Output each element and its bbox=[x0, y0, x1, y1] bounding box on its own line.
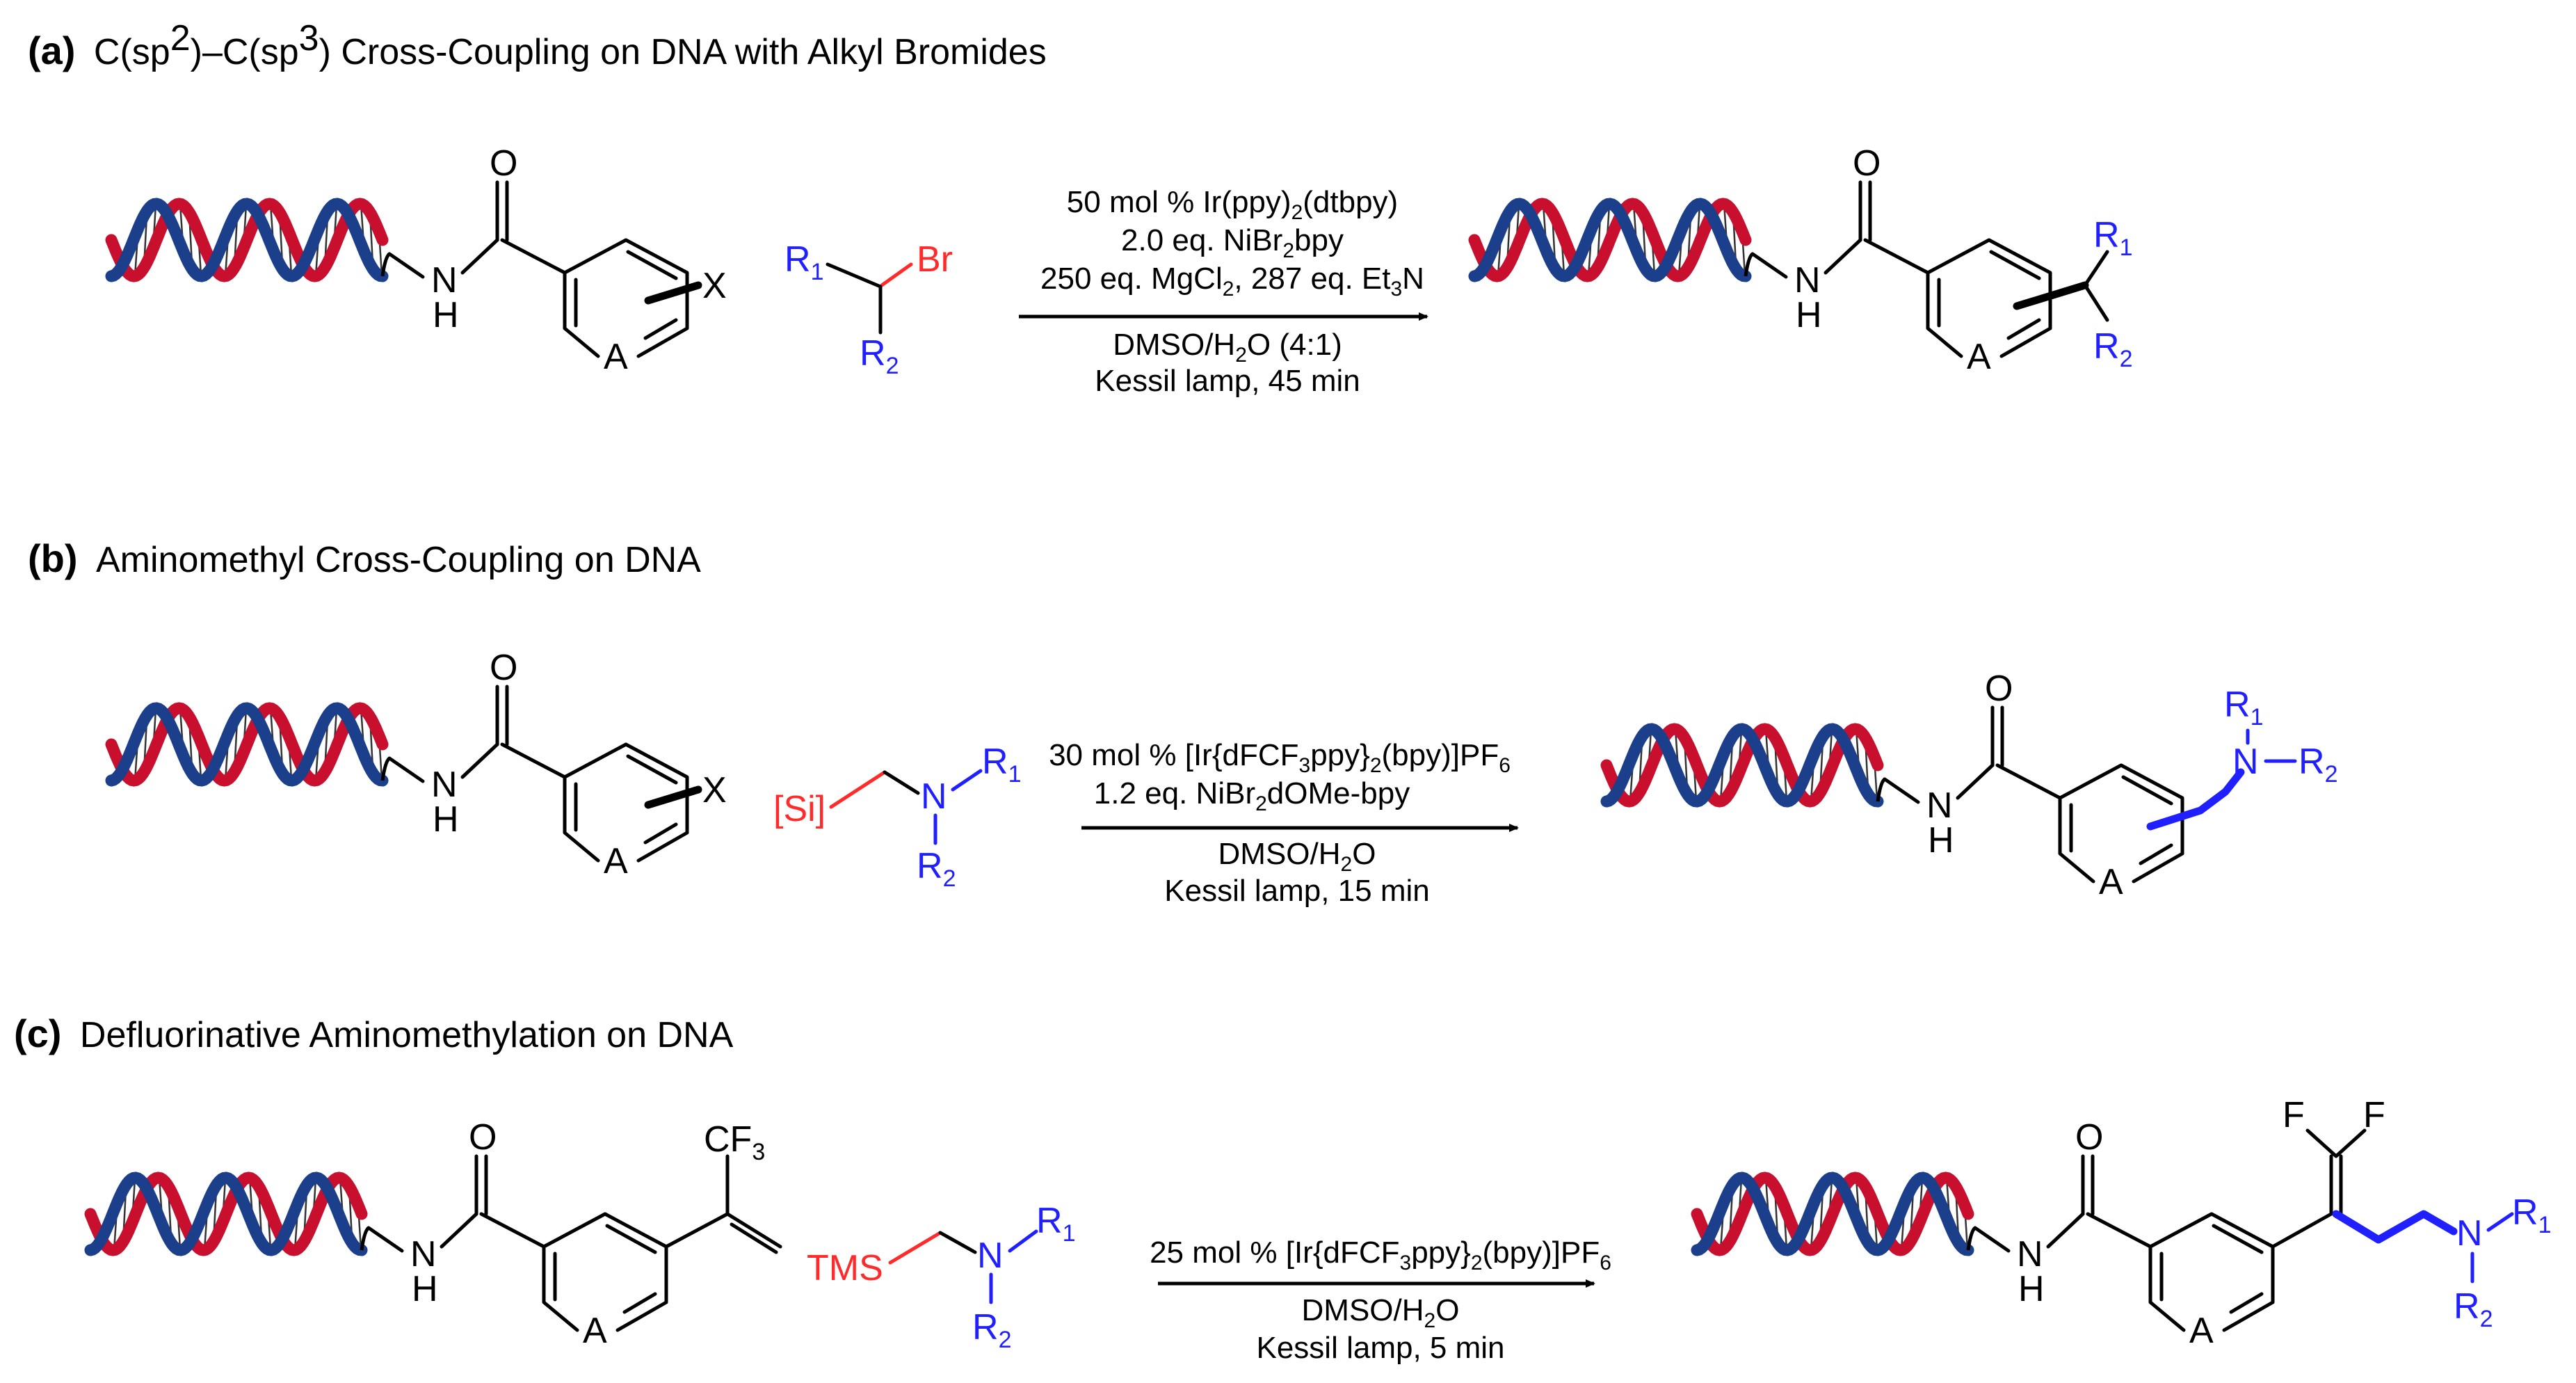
amide-h: H bbox=[433, 295, 459, 335]
panel-a: (a) C(sp2)–C(sp3) Cross-Coupling on DNA … bbox=[28, 18, 2132, 398]
panel-a-header: (a) C(sp2)–C(sp3) Cross-Coupling on DNA … bbox=[28, 18, 1047, 72]
fluorine-2: F bbox=[2363, 1095, 2385, 1135]
panel-b: (b) Aminomethyl Cross-Coupling on DNA N … bbox=[28, 536, 2337, 908]
dna-helix-icon bbox=[105, 702, 391, 787]
carbonyl-o: O bbox=[490, 648, 517, 688]
amine-n: N bbox=[921, 776, 947, 817]
r2-label: R2 bbox=[2093, 326, 2132, 372]
condition-a-5: Kessil lamp, 45 min bbox=[1095, 364, 1360, 398]
amine-n: N bbox=[977, 1236, 1004, 1276]
carbonyl-o: O bbox=[469, 1117, 497, 1158]
panel-b-key: (b) bbox=[28, 536, 78, 580]
carbonyl-o: O bbox=[2075, 1117, 2103, 1158]
amide-n: N bbox=[1926, 785, 1953, 826]
amide-h: H bbox=[433, 799, 459, 840]
r1-label: R1 bbox=[784, 239, 823, 285]
bromine: Br bbox=[917, 239, 953, 280]
silyl-group: [Si] bbox=[773, 789, 826, 829]
panel-b-header: (b) Aminomethyl Cross-Coupling on DNA bbox=[28, 536, 701, 580]
panel-c-key: (c) bbox=[14, 1012, 61, 1055]
condition-c-1: 25 mol % [Ir{dFCF3ppy}2(bpy)]PF6 bbox=[1150, 1236, 1611, 1274]
amide-h: H bbox=[2018, 1269, 2045, 1309]
condition-c-2: DMSO/H2O bbox=[1302, 1293, 1460, 1332]
halide-x: X bbox=[702, 770, 727, 810]
condition-a-3: 250 eq. MgCl2, 287 eq. Et3N bbox=[1040, 262, 1424, 301]
silyl-group: TMS bbox=[807, 1248, 883, 1288]
r1-label: R1 bbox=[982, 742, 1021, 788]
condition-c-3: Kessil lamp, 5 min bbox=[1256, 1331, 1504, 1365]
r1-label: R1 bbox=[2093, 215, 2132, 261]
dna-helix-icon bbox=[105, 198, 391, 282]
r1-label: R1 bbox=[1036, 1201, 1075, 1247]
condition-b-2: 1.2 eq. NiBr2dOMe-bpy bbox=[1094, 776, 1410, 815]
r1-label: R1 bbox=[2224, 685, 2263, 730]
amide-h: H bbox=[412, 1269, 438, 1309]
ring-a: A bbox=[604, 337, 628, 377]
condition-b-3: DMSO/H2O bbox=[1218, 837, 1376, 876]
ring-a: A bbox=[2099, 862, 2123, 902]
dna-helix-icon bbox=[84, 1172, 370, 1256]
product-a: N H O A R1 R2 bbox=[1750, 143, 2132, 377]
amide-h: H bbox=[1796, 295, 1822, 335]
tms-amine-reagent: TMS N R1 R2 bbox=[807, 1201, 1075, 1353]
amide-n: N bbox=[2017, 1234, 2043, 1274]
substrate-c: N H O A CF3 bbox=[367, 1117, 782, 1351]
ring-a: A bbox=[604, 841, 628, 881]
amine-n: N bbox=[2232, 742, 2259, 782]
panel-c: (c) Defluorinative Aminomethylation on D… bbox=[14, 1012, 2551, 1365]
condition-a-2: 2.0 eq. NiBr2bpy bbox=[1121, 223, 1344, 262]
r2-label: R2 bbox=[972, 1307, 1011, 1353]
amide-n: N bbox=[431, 260, 458, 301]
carbonyl-o: O bbox=[490, 143, 517, 184]
conditions-c: 25 mol % [Ir{dFCF3ppy}2(bpy)]PF6 DMSO/H2… bbox=[1150, 1236, 1611, 1365]
conditions-b: 30 mol % [Ir{dFCF3ppy}2(bpy)]PF6 1.2 eq.… bbox=[1049, 738, 1519, 908]
r2-label: R2 bbox=[2454, 1286, 2493, 1332]
carbonyl-o: O bbox=[1853, 143, 1881, 184]
r2-label: R2 bbox=[2299, 742, 2337, 788]
panel-c-header: (c) Defluorinative Aminomethylation on D… bbox=[14, 1012, 734, 1055]
ring-a: A bbox=[1967, 337, 1991, 377]
dna-helix-icon bbox=[1691, 1172, 1977, 1256]
fluorine-1: F bbox=[2283, 1095, 2305, 1135]
condition-a-1: 50 mol % Ir(ppy)2(dtbpy) bbox=[1067, 185, 1398, 224]
r2-label: R2 bbox=[917, 846, 956, 892]
dna-helix-icon bbox=[1600, 723, 1886, 808]
condition-b-4: Kessil lamp, 15 min bbox=[1164, 874, 1429, 908]
r1-label: R1 bbox=[2512, 1192, 2551, 1238]
amide-n: N bbox=[431, 765, 458, 805]
condition-b-1: 30 mol % [Ir{dFCF3ppy}2(bpy)]PF6 bbox=[1049, 738, 1511, 777]
cf3-group: CF3 bbox=[704, 1119, 765, 1165]
ring-a: A bbox=[583, 1311, 607, 1351]
condition-a-4: DMSO/H2O (4:1) bbox=[1113, 328, 1342, 367]
carbonyl-o: O bbox=[1985, 669, 2013, 709]
dna-helix-icon bbox=[1468, 198, 1754, 282]
ring-a: A bbox=[2189, 1311, 2214, 1351]
silyl-amine-reagent: [Si] N R1 R2 bbox=[773, 742, 1021, 892]
alkyl-bromide: R1 Br R2 bbox=[784, 239, 953, 379]
substrate-b: N H O A X bbox=[387, 648, 727, 881]
halide-x: X bbox=[702, 266, 727, 306]
panel-a-key: (a) bbox=[28, 29, 75, 72]
amide-h: H bbox=[1928, 820, 1954, 861]
amide-n: N bbox=[1794, 260, 1821, 301]
product-c: N H O A F F N R1 R2 bbox=[1973, 1095, 2551, 1351]
substrate-a: N H O A X bbox=[387, 143, 727, 377]
r2-label: R2 bbox=[860, 333, 899, 379]
amide-n: N bbox=[410, 1234, 437, 1274]
conditions-a: 50 mol % Ir(ppy)2(dtbpy) 2.0 eq. NiBr2bp… bbox=[1019, 185, 1428, 398]
product-b: N H O A N R1 R2 bbox=[1883, 669, 2337, 902]
amine-n: N bbox=[2456, 1213, 2483, 1254]
